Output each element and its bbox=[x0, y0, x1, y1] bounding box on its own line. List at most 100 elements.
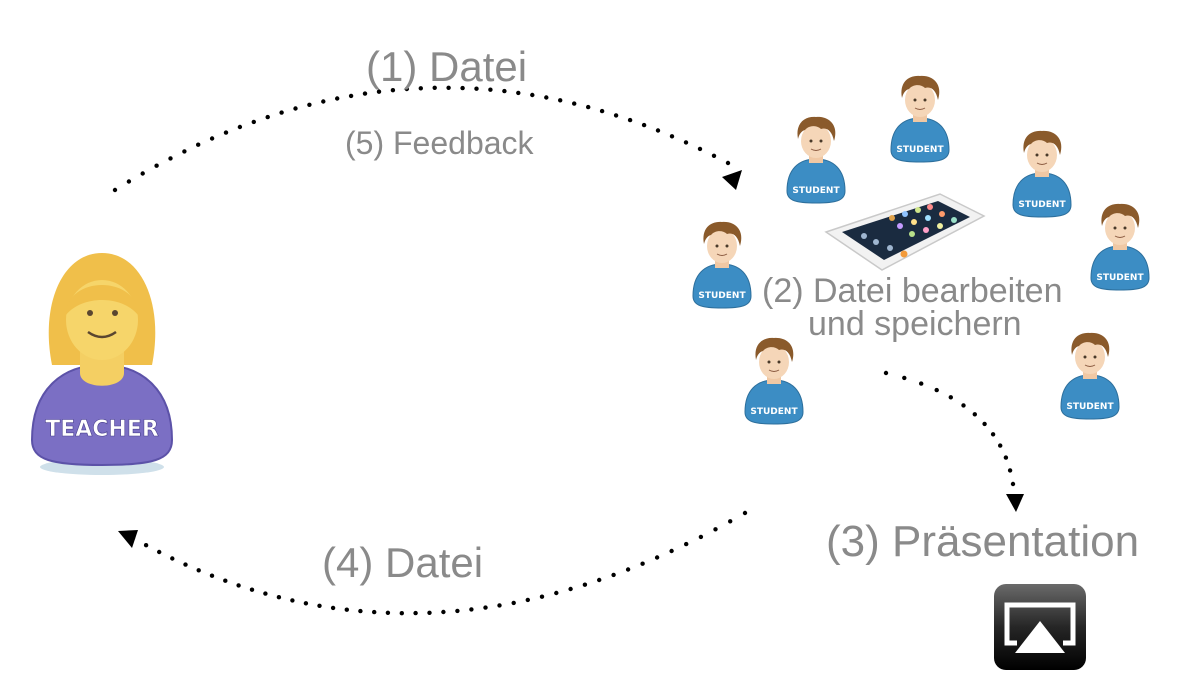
student-shirt-label: STUDENT bbox=[896, 145, 944, 155]
arrow-dot bbox=[641, 122, 647, 128]
arrow-dot bbox=[655, 128, 661, 133]
arrow-dot bbox=[998, 443, 1003, 448]
arrow-dot bbox=[902, 375, 907, 381]
arrow-dot bbox=[455, 608, 460, 614]
student-shirt-label: STUDENT bbox=[750, 407, 798, 417]
step5-label: (5) Feedback bbox=[345, 125, 534, 161]
arrow-dot bbox=[376, 89, 382, 94]
arrow-dot bbox=[683, 140, 689, 145]
arrow-dot bbox=[611, 572, 616, 578]
arrow-dot bbox=[568, 586, 573, 592]
arrow-dot bbox=[404, 86, 409, 92]
arrow-dot bbox=[358, 608, 363, 614]
arrow-dot bbox=[209, 136, 215, 141]
arrow-dot bbox=[293, 106, 298, 111]
arrow-dot bbox=[961, 403, 966, 408]
student-avatar: STUDENT bbox=[783, 113, 849, 207]
step1-label: (1) Datei bbox=[366, 43, 528, 90]
arrow-dot bbox=[432, 85, 437, 91]
arrow-dot bbox=[725, 160, 731, 166]
arrow-dot bbox=[483, 605, 488, 610]
arrow-dot bbox=[972, 412, 977, 417]
arrow-dot bbox=[446, 85, 451, 91]
arrow-dot bbox=[290, 598, 295, 603]
airplay-icon bbox=[994, 584, 1086, 670]
arrow-dot bbox=[385, 610, 391, 615]
arrow-dot bbox=[196, 142, 201, 147]
arrow-dot bbox=[126, 179, 132, 184]
arrowhead-bottom bbox=[118, 530, 138, 548]
arrow-dot bbox=[919, 381, 924, 386]
arrow-dot bbox=[469, 607, 474, 612]
arrow-dot bbox=[183, 562, 188, 567]
arrow-dot bbox=[303, 601, 309, 606]
ipad-device bbox=[822, 190, 987, 272]
arrow-dot bbox=[544, 95, 549, 100]
arrow-dot bbox=[990, 432, 996, 437]
arrow-dot bbox=[344, 607, 349, 612]
step4-label: (4) Datei bbox=[322, 539, 484, 586]
arrow-dot bbox=[525, 597, 530, 603]
arrow-dot bbox=[597, 577, 602, 583]
student-shirt-label: STUDENT bbox=[1018, 200, 1066, 210]
arrow-dot bbox=[586, 104, 591, 110]
arrow-dot bbox=[539, 594, 545, 599]
arrow-dot bbox=[711, 153, 717, 158]
student-avatar-icon: STUDENT bbox=[890, 75, 950, 163]
arrow-dot bbox=[654, 555, 660, 560]
arrow-dot bbox=[223, 578, 228, 583]
arrow-dot bbox=[742, 510, 748, 516]
ipad-icon bbox=[824, 193, 986, 271]
arrow-dot bbox=[558, 98, 563, 103]
arrow-dot bbox=[276, 595, 282, 600]
arrow-dot bbox=[497, 603, 502, 608]
arrow-dot bbox=[335, 96, 340, 101]
arrow-dot bbox=[697, 146, 703, 152]
arrow-dot bbox=[170, 556, 175, 561]
student-shirt-label: STUDENT bbox=[792, 186, 840, 196]
arrow-dot bbox=[265, 114, 270, 120]
arrow-dot bbox=[307, 102, 312, 108]
arrow-dot bbox=[157, 549, 162, 555]
arrow-dot bbox=[883, 370, 889, 376]
student-avatar-icon: STUDENT bbox=[786, 116, 846, 204]
student-avatar-icon: STUDENT bbox=[1012, 130, 1072, 218]
student-avatar-icon: STUDENT bbox=[744, 337, 804, 425]
arrow-students-to-teacher bbox=[130, 510, 748, 616]
arrow-dot bbox=[427, 610, 432, 615]
arrow-dot bbox=[572, 101, 577, 106]
teacher-avatar: TEACHER bbox=[22, 245, 182, 480]
arrow-dot bbox=[627, 117, 633, 123]
arrow-dot bbox=[474, 86, 479, 91]
student-avatar-icon: STUDENT bbox=[1060, 332, 1120, 420]
arrowhead-right bbox=[1006, 494, 1024, 512]
arrow-dot bbox=[143, 543, 149, 548]
arrow-dot bbox=[249, 587, 255, 592]
arrow-dot bbox=[279, 110, 284, 115]
arrow-dot bbox=[530, 92, 535, 98]
student-shirt-label: STUDENT bbox=[1066, 402, 1114, 412]
student-avatar: STUDENT bbox=[1057, 329, 1123, 423]
arrow-dot bbox=[321, 99, 326, 104]
arrow-dot bbox=[669, 134, 675, 139]
arrow-dot bbox=[684, 541, 689, 547]
arrow-dot bbox=[640, 561, 645, 566]
arrow-dot bbox=[223, 130, 229, 135]
arrow-dot bbox=[399, 611, 404, 616]
arrow-dot bbox=[330, 605, 336, 611]
arrow-dot bbox=[154, 163, 159, 168]
arrow-dot bbox=[982, 421, 987, 427]
arrow-dot bbox=[698, 534, 704, 540]
arrow-dot bbox=[413, 610, 418, 616]
arrow-dot bbox=[502, 88, 507, 94]
arrow-dot bbox=[362, 91, 368, 96]
arrow-dot bbox=[263, 591, 268, 596]
arrow-dot bbox=[582, 582, 588, 587]
arrow-dot bbox=[554, 590, 559, 596]
arrow-dot bbox=[1003, 455, 1009, 460]
student-avatar: STUDENT bbox=[1087, 200, 1153, 294]
arrow-dot bbox=[516, 90, 521, 96]
arrow-dot bbox=[713, 527, 718, 532]
